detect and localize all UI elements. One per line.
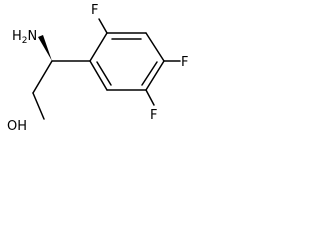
wedge-bond-to-amine [38,35,52,61]
hydroxyl-label: OH [7,119,27,134]
structure-drawing: H2N OH F F F [7,3,188,134]
fluoro-top-label: F [91,3,98,18]
amine-label-subscript: 2 [22,36,28,46]
ring-bond-c6-c1 [89,60,108,91]
bond-ring-to-fluoro-bottom [145,89,155,106]
bond-ch2-to-hydroxyl [32,92,45,120]
amine-label-n: N [28,29,38,44]
bond-ring-to-fluoro-top [98,18,108,34]
bond-stereocenter-to-ch2 [32,60,53,94]
amine-label: H2N [12,29,37,46]
ring-bond-c1-c2 [89,32,108,62]
ring-bond-c3-c4 [145,32,165,62]
double-bond-inner-c4-c5 [141,61,158,86]
bonds [32,18,181,120]
fluoro-right-label: F [181,55,188,70]
ring-bond-c4-c5 [145,60,165,91]
amine-label-text: H [12,29,22,44]
fluoro-bottom-label: F [150,108,157,123]
double-bond-inner-c6-c1 [96,61,112,86]
